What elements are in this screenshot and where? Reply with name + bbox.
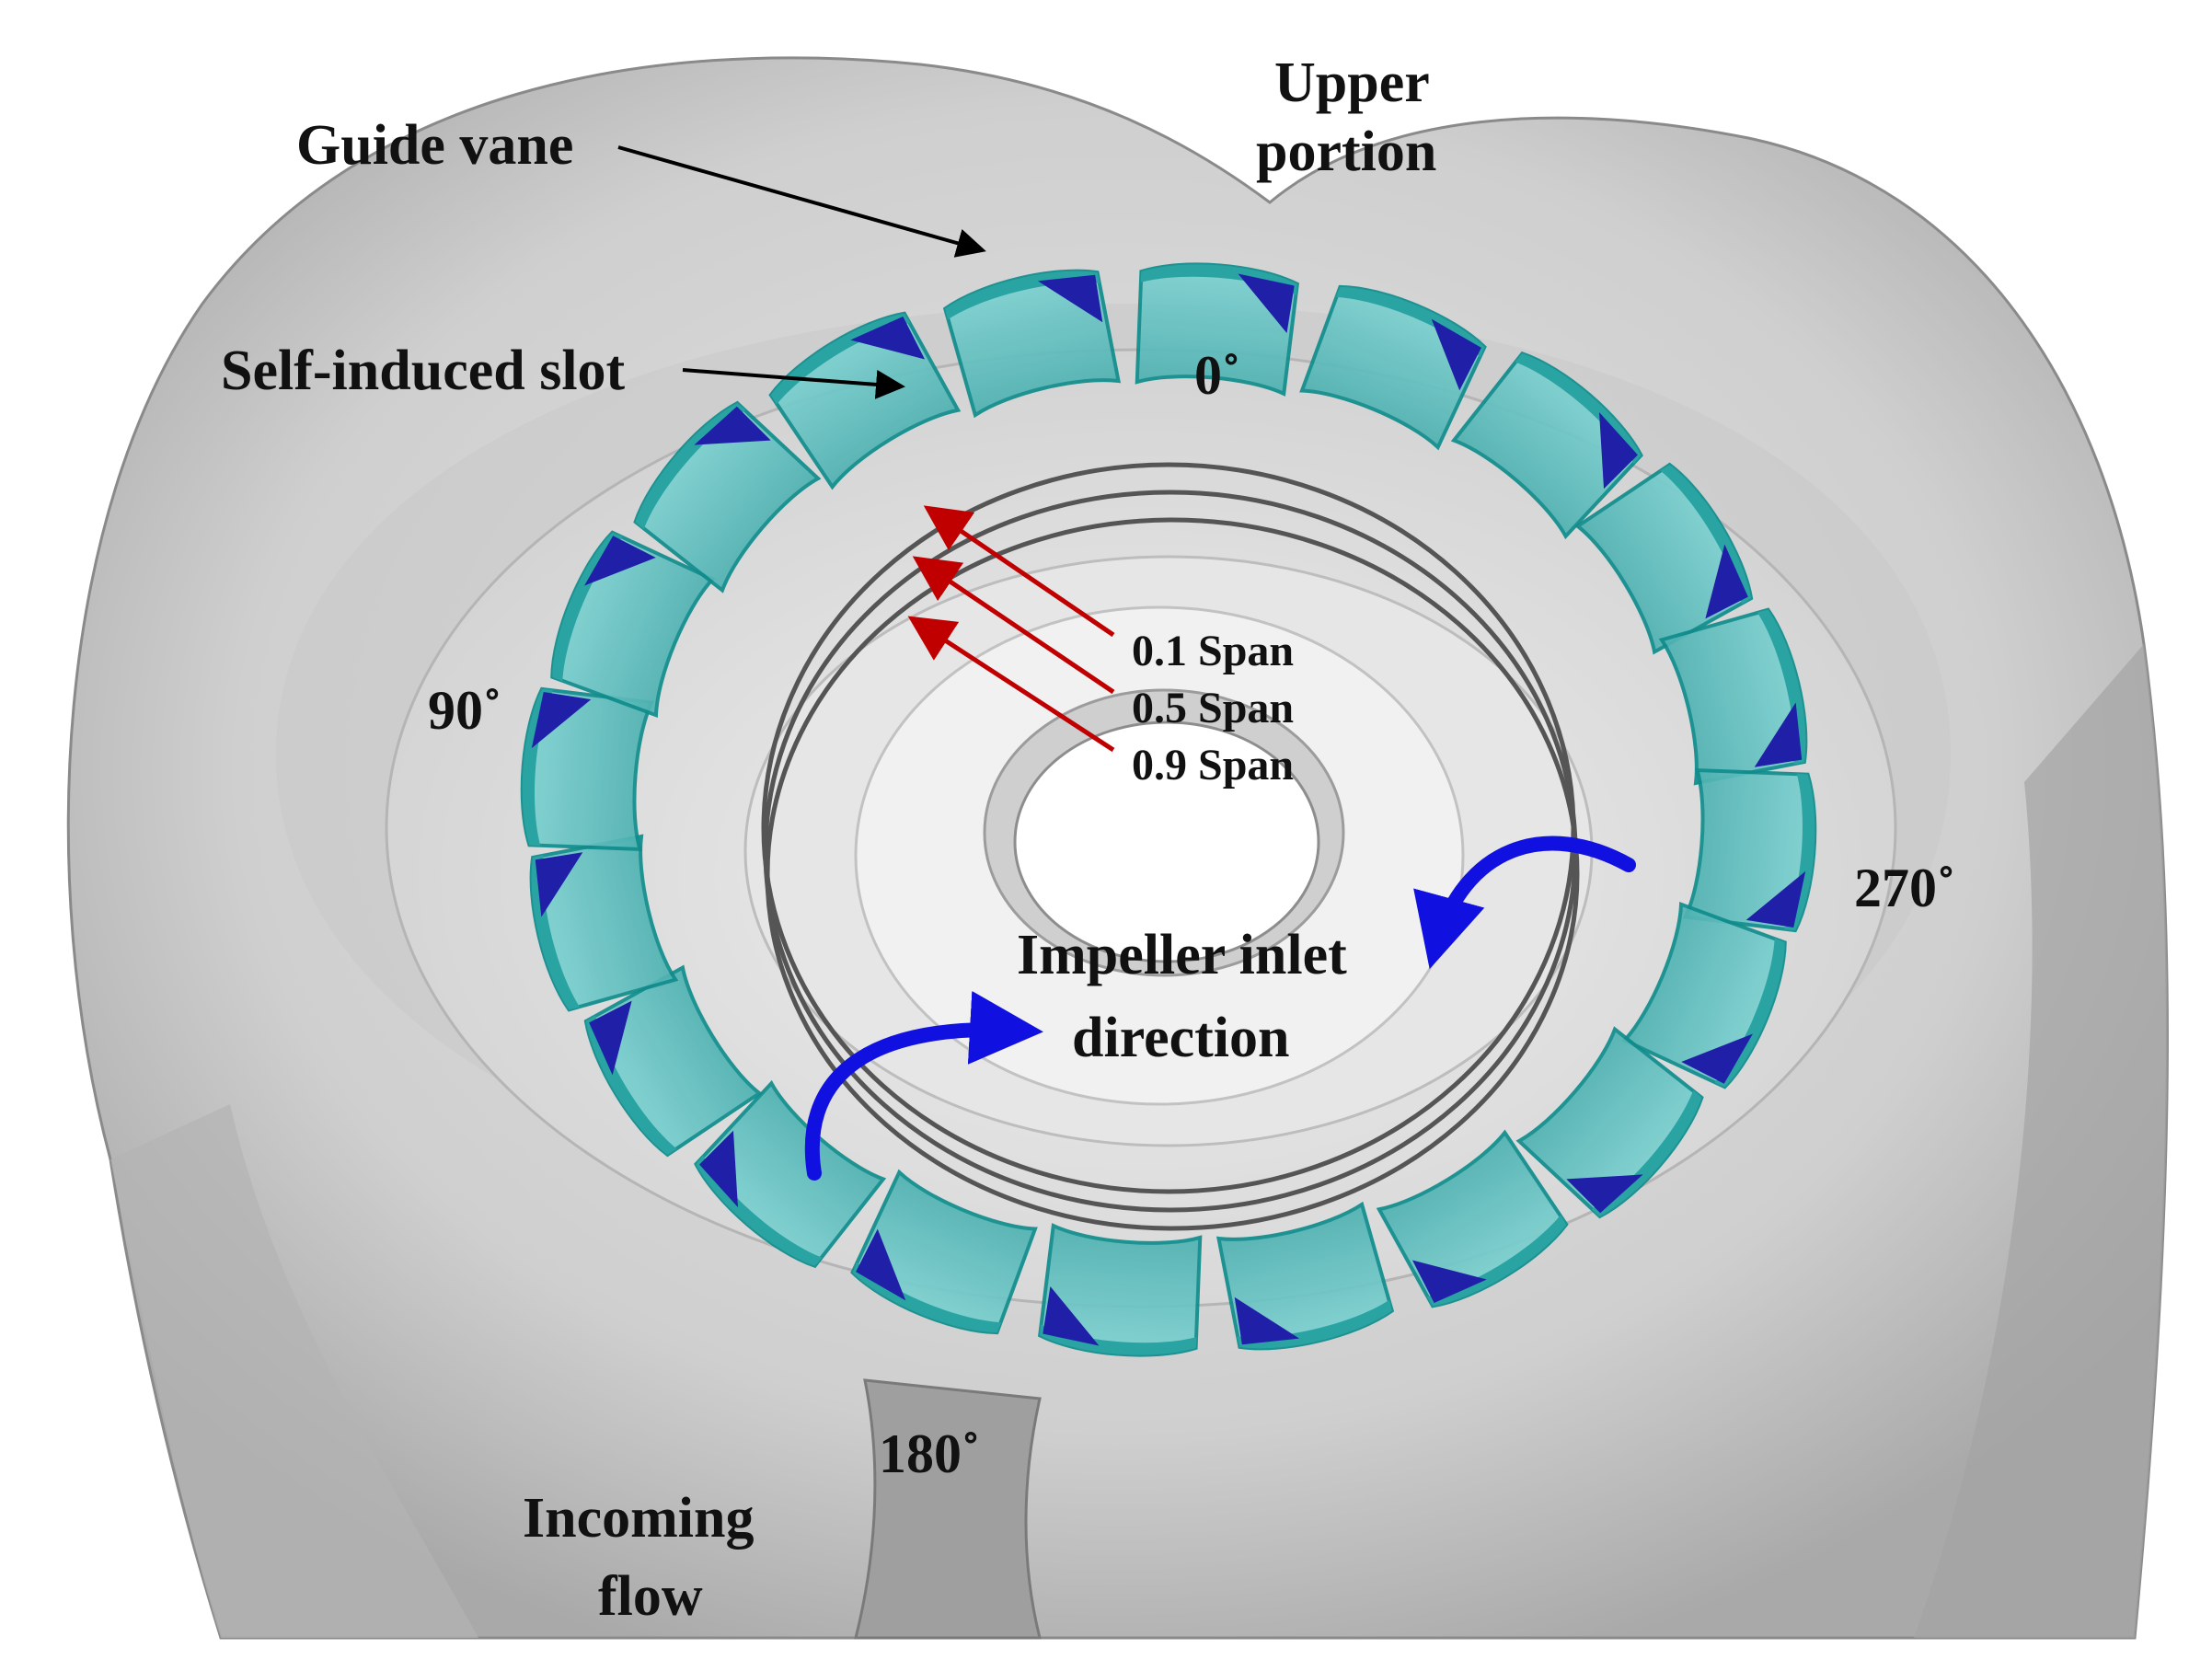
guide-vane (1682, 767, 1817, 933)
guide-vane (583, 964, 763, 1158)
guide-vane (1135, 262, 1299, 397)
labels: Guide vane Self-induced slot Upper porti… (221, 52, 1955, 1628)
label-guide-vane: Guide vane (296, 114, 573, 177)
impeller-region (743, 462, 1594, 1231)
rotation-arrows (804, 836, 1636, 1181)
guide-vane (694, 1079, 887, 1269)
self-induced-slot (1234, 1296, 1300, 1345)
guide-vane-leader (617, 145, 986, 258)
guide-vane-ring (520, 262, 1817, 1357)
self-induced-slot (694, 406, 771, 445)
label-incoming-flow-line1: Incoming (523, 1487, 754, 1550)
self-induced-slot (699, 1130, 738, 1207)
guide-vane-leading-edge (1040, 1324, 1197, 1355)
guide-vane (1215, 1201, 1395, 1351)
guide-vane (1450, 351, 1643, 540)
label-span-05: 0.5 Span (1132, 684, 1294, 732)
span-arrows (907, 505, 1115, 753)
guide-vane-leading-edge (852, 1262, 1002, 1333)
self-induced-slot (1681, 1033, 1753, 1084)
span-01-arrow (923, 505, 1115, 638)
self-induced-slot (584, 536, 656, 586)
label-span-01: 0.1 Span (1132, 627, 1294, 675)
guide-vane (520, 686, 655, 852)
self-induced-slot (1431, 318, 1481, 391)
guide-vane-leading-edge (1335, 286, 1485, 358)
span-ring-inner (765, 517, 1580, 1231)
self-induced-slot (1238, 273, 1295, 333)
self-induced-slot (856, 1228, 906, 1301)
self-induced-slot (850, 316, 926, 360)
self-induced-slot (1566, 1174, 1643, 1214)
rotation-arrow-left (804, 990, 1043, 1181)
guide-vane-leading-edge (1714, 938, 1785, 1088)
label-angle-90: 90˚ (428, 680, 501, 741)
label-angle-0: 0˚ (1194, 345, 1240, 406)
self-induced-slot (531, 692, 592, 749)
guide-vane (1376, 1129, 1569, 1308)
self-induced-slot (1043, 1286, 1100, 1346)
self-induced-slot (1599, 412, 1638, 490)
guide-vane (1038, 1223, 1203, 1357)
self-induced-slot (1754, 702, 1803, 767)
guide-vane (633, 400, 822, 593)
guide-vane (1658, 607, 1808, 786)
self-induced-slot (1037, 274, 1103, 323)
label-incoming-flow-line2: flow (598, 1565, 703, 1628)
label-span-09: 0.9 Span (1132, 741, 1294, 789)
casing-shadow-right (1914, 644, 2168, 1638)
span-05-arrow (912, 556, 1115, 695)
guide-vane (1515, 1026, 1704, 1219)
casing-shadow-left (110, 1104, 478, 1638)
label-self-induced-slot: Self-induced slot (221, 340, 626, 402)
label-angle-180: 180˚ (879, 1423, 980, 1484)
guide-vane-leading-edge (1140, 264, 1297, 295)
self-induced-slot-leader (682, 368, 905, 399)
guide-vane (1299, 284, 1487, 451)
self-induced-slot (1705, 544, 1748, 619)
self-induced-slot (589, 1000, 632, 1076)
guide-vane-leading-edge (552, 532, 623, 682)
self-induced-slot (535, 852, 583, 917)
rotation-arrow-right (1413, 836, 1636, 970)
hub-opening (1013, 720, 1320, 963)
guide-vane (1621, 901, 1787, 1089)
span-09-arrow (907, 616, 1115, 753)
inlet-pipe (854, 1378, 1042, 1640)
guide-vane (529, 834, 679, 1012)
guide-vane-leading-edge (522, 688, 553, 847)
label-upper-portion-line1: Upper (1274, 52, 1430, 114)
label-upper-portion-line2: portion (1256, 121, 1436, 183)
label-angle-270: 270˚ (1854, 858, 1955, 918)
label-impeller-inlet-line2: direction (1072, 1007, 1290, 1069)
guide-vane (768, 311, 962, 490)
guide-vane (850, 1169, 1038, 1335)
label-impeller-inlet-line1: Impeller inlet (1017, 924, 1347, 986)
self-induced-slot (1745, 870, 1806, 928)
leader-lines (617, 145, 986, 399)
guide-vane (942, 269, 1122, 419)
guide-vane (550, 530, 716, 719)
guide-vane-leading-edge (1784, 773, 1815, 931)
guide-vane (1574, 462, 1754, 655)
self-induced-slot (1411, 1260, 1487, 1304)
